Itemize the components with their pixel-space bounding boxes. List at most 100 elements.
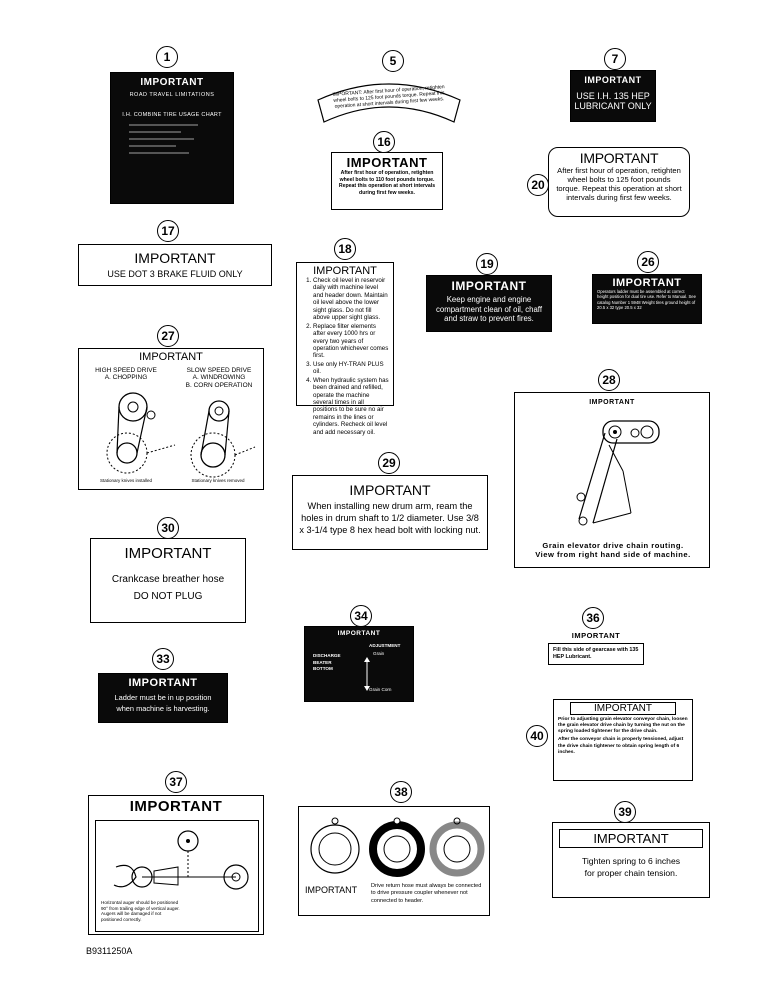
decal-27-title: IMPORTANT bbox=[139, 351, 203, 363]
decal-34-left2: BEATER bbox=[313, 659, 332, 665]
decal-37-inner-panel bbox=[95, 820, 259, 932]
decal-1-line2: I.H. COMBINE TIRE USAGE CHART bbox=[122, 112, 222, 118]
decal-27-belt-diagram bbox=[106, 392, 256, 478]
decal-20-body: After first hour of operation, retighten… bbox=[556, 166, 682, 203]
callout-30: 30 bbox=[157, 517, 179, 539]
decal-28-caption1: Grain elevator drive chain routing. bbox=[542, 541, 684, 550]
decal-38-return-hose: IMPORTANT Drive return hose must always … bbox=[298, 806, 490, 916]
decal-17-brake-fluid: IMPORTANT USE DOT 3 BRAKE FLUID ONLY bbox=[78, 244, 272, 286]
decal-19-engine-fires: IMPORTANT Keep engine and engine compart… bbox=[426, 275, 552, 332]
decal-27-left-text: HIGH SPEED DRIVE A. CHOPPING bbox=[83, 367, 169, 382]
callout-39: 39 bbox=[614, 801, 636, 823]
decal-20-wheel-bolts: IMPORTANT After first hour of operation,… bbox=[548, 147, 690, 217]
figure-id: B9311250A bbox=[86, 946, 133, 956]
decal-28-title: IMPORTANT bbox=[589, 399, 635, 406]
decal-27-right-text: SLOW SPEED DRIVE A. WINDROWING B. CORN O… bbox=[175, 367, 263, 389]
decal-7-title: IMPORTANT bbox=[584, 75, 642, 85]
decal-27-left-caption: Stationary knives installed bbox=[99, 478, 153, 483]
decal-33-line1: Ladder must be in up position bbox=[114, 693, 212, 702]
decal-40-p1: Prior to adjusting grain elevator convey… bbox=[558, 717, 688, 735]
decal-18-step-3: Use only HY-TRAN PLUS oil. bbox=[313, 361, 389, 376]
decal-16-title: IMPORTANT bbox=[346, 155, 428, 170]
callout-28: 28 bbox=[598, 369, 620, 391]
callout-5: 5 bbox=[382, 50, 404, 72]
decal-20-title: IMPORTANT bbox=[579, 150, 659, 166]
decal-29-title: IMPORTANT bbox=[349, 482, 431, 498]
callout-29: 29 bbox=[378, 452, 400, 474]
decal-37-title: IMPORTANT bbox=[129, 798, 223, 815]
decal-7-line2: LUBRICANT ONLY bbox=[574, 101, 652, 111]
decal-40-conveyor-chain: IMPORTANT Prior to adjusting grain eleva… bbox=[553, 699, 693, 781]
decal-27-right-caption: Stationary knives removed bbox=[191, 478, 245, 483]
decal-33-title: IMPORTANT bbox=[128, 677, 198, 689]
decal-34-left-labels: DISCHARGE BEATER BOTTOM bbox=[313, 653, 341, 673]
decal-34-arrow-icon bbox=[364, 657, 370, 691]
decal-30-line2: DO NOT PLUG bbox=[133, 591, 203, 602]
callout-1: 1 bbox=[156, 46, 178, 68]
decal-7-line1: USE I.H. 135 HEP bbox=[576, 91, 650, 101]
decal-29-body: When installing new drum arm, ream the h… bbox=[299, 501, 481, 535]
decal-38-couplers bbox=[310, 817, 485, 877]
decal-28-captions: Grain elevator drive chain routing. View… bbox=[515, 541, 711, 560]
decal-30-title: IMPORTANT bbox=[124, 545, 212, 562]
decal-16-body: After first hour of operation, retighten… bbox=[338, 170, 436, 196]
decal-18-step-2: Replace filter elements after every 1000… bbox=[313, 323, 389, 360]
callout-27: 27 bbox=[157, 325, 179, 347]
decal-18-steps: Check oil level in reservoir daily with … bbox=[301, 277, 389, 436]
decal-28-caption2: View from right hand side of machine. bbox=[535, 550, 691, 560]
decal-1-chart-lines bbox=[129, 124, 215, 154]
decal-30-line1: Crankcase breather hose bbox=[111, 574, 225, 585]
decal-34-adjustment-label: ADJUSTMENT bbox=[369, 643, 401, 648]
decal-39-spring: IMPORTANT Tighten spring to 6 inches for… bbox=[552, 822, 710, 898]
decal-36-title: IMPORTANT bbox=[571, 631, 621, 640]
decal-5-arch-shape bbox=[317, 83, 461, 123]
decal-39-line2: for proper chain tension. bbox=[584, 868, 678, 878]
decal-1-line1: ROAD TRAVEL LIMITATIONS bbox=[129, 92, 215, 98]
decal-19-body: Keep engine and engine compartment clean… bbox=[435, 295, 543, 324]
callout-19: 19 bbox=[476, 253, 498, 275]
decal-26-ladder-dual-tire: IMPORTANT Operators ladder must be assem… bbox=[592, 274, 702, 324]
callout-36: 36 bbox=[582, 607, 604, 629]
decal-34-bottom-option: Grain Corn bbox=[369, 687, 392, 692]
decal-27-right-sub1: A. WINDROWING bbox=[192, 374, 246, 382]
callout-7: 7 bbox=[604, 48, 626, 70]
decal-18-hydraulic: IMPORTANT Check oil level in reservoir d… bbox=[296, 262, 394, 436]
decal-39-line1: Tighten spring to 6 inches bbox=[581, 856, 681, 866]
decal-5-arched: IMPORTANT: After first hour of operation… bbox=[314, 74, 464, 126]
decal-37-auger: IMPORTANT Horizontal auger should be pos… bbox=[88, 795, 264, 935]
decal-33-ladder: IMPORTANT Ladder must be in up position … bbox=[98, 673, 228, 723]
callout-34: 34 bbox=[350, 605, 372, 627]
decal-17-body: USE DOT 3 BRAKE FLUID ONLY bbox=[107, 269, 243, 279]
decal-34-title: IMPORTANT bbox=[337, 630, 381, 637]
decal-38-body: Drive return hose must always be connect… bbox=[371, 883, 482, 904]
decal-27-drive-speeds: IMPORTANT HIGH SPEED DRIVE A. CHOPPING S… bbox=[78, 348, 264, 490]
decal-30-breather-hose: IMPORTANT Crankcase breather hose DO NOT… bbox=[90, 538, 246, 623]
decal-39-title: IMPORTANT bbox=[559, 829, 703, 848]
decal-1-tire-usage-chart: IMPORTANT ROAD TRAVEL LIMITATIONS I.H. C… bbox=[110, 72, 234, 204]
decal-34-top-option: Grain bbox=[373, 651, 385, 656]
callout-17: 17 bbox=[157, 220, 179, 242]
decal-36-gearcase: Fill this side of gearcase with 135 HEP … bbox=[548, 643, 644, 665]
decal-40-title: IMPORTANT bbox=[570, 702, 676, 715]
decal-37-caption: Horizontal auger should be positioned 90… bbox=[101, 900, 180, 922]
decal-1-title: IMPORTANT bbox=[140, 77, 204, 88]
callout-20: 20 bbox=[527, 174, 549, 196]
callout-18: 18 bbox=[334, 238, 356, 260]
decal-27-left-head: HIGH SPEED DRIVE bbox=[95, 367, 157, 374]
decal-16-wheel-bolts: IMPORTANT After first hour of operation,… bbox=[331, 152, 443, 210]
decal-18-step-4: When hydraulic system has been drained a… bbox=[313, 377, 389, 437]
callout-16: 16 bbox=[373, 131, 395, 153]
decal-34-left3: BOTTOM bbox=[313, 666, 333, 672]
callout-26: 26 bbox=[637, 251, 659, 273]
decal-7-lubricant: IMPORTANT USE I.H. 135 HEP LUBRICANT ONL… bbox=[570, 70, 656, 122]
decal-18-step-1: Check oil level in reservoir daily with … bbox=[313, 277, 389, 322]
decal-28-elevator-chain: IMPORTANT Grain elevator drive chain rou… bbox=[514, 392, 710, 568]
decal-29-drum-arm: IMPORTANT When installing new drum arm, … bbox=[292, 475, 488, 550]
decal-40-p2: After the conveyor chain is properly ten… bbox=[558, 737, 684, 755]
decal-19-title: IMPORTANT bbox=[451, 279, 527, 293]
decal-36-body: Fill this side of gearcase with 135 HEP … bbox=[553, 647, 639, 661]
decal-37-auger-diagram bbox=[113, 830, 249, 890]
callout-37: 37 bbox=[165, 771, 187, 793]
callout-33: 33 bbox=[152, 648, 174, 670]
